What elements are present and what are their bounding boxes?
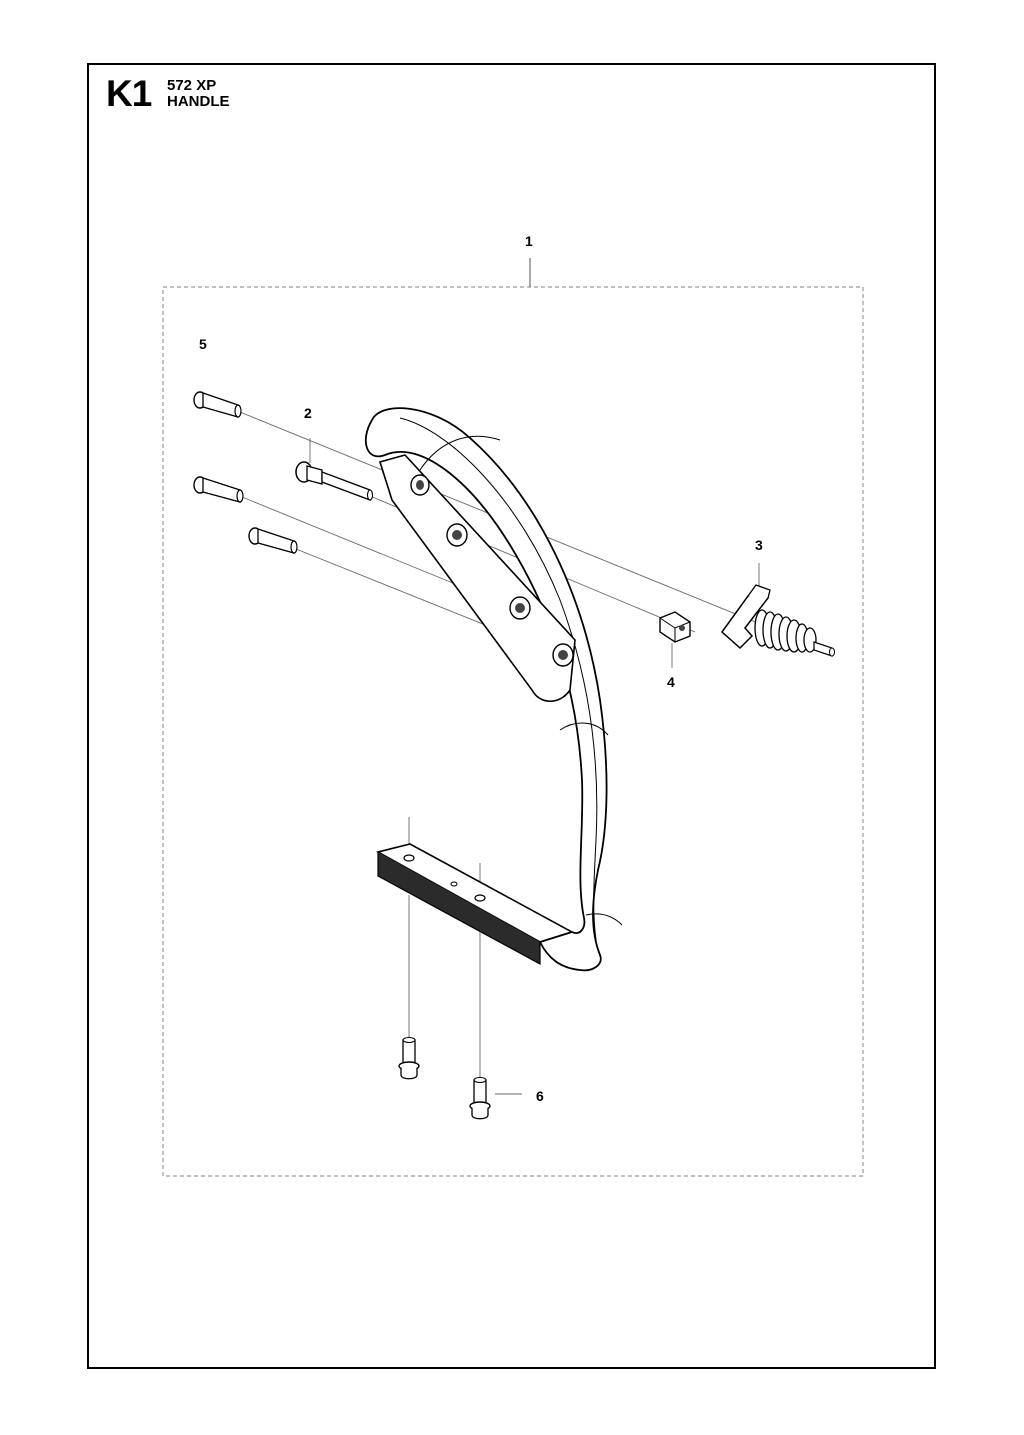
front-handle-bar-icon bbox=[364, 407, 623, 972]
callout-4: 4 bbox=[667, 674, 675, 690]
shoulder-screw-icon bbox=[295, 461, 374, 501]
section-code: K1 bbox=[106, 73, 152, 114]
screw-icon bbox=[248, 527, 298, 554]
kit-boundary bbox=[162, 286, 864, 1177]
callout-2: 2 bbox=[304, 405, 312, 421]
square-nut-icon bbox=[659, 611, 691, 643]
screw-icon bbox=[193, 391, 242, 418]
callout-1: 1 bbox=[525, 233, 533, 249]
vibration-damper-spring-icon bbox=[720, 584, 835, 657]
page-frame bbox=[87, 63, 936, 1369]
model-name: 572 XP bbox=[167, 77, 217, 94]
callout-6: 6 bbox=[536, 1088, 544, 1104]
flange-screw-icon bbox=[469, 1076, 491, 1120]
flange-screw-icon bbox=[398, 1036, 420, 1080]
callout-3: 3 bbox=[755, 537, 763, 553]
section-title: HANDLE bbox=[167, 93, 230, 110]
screw-icon bbox=[193, 476, 244, 503]
callout-5: 5 bbox=[199, 336, 207, 352]
